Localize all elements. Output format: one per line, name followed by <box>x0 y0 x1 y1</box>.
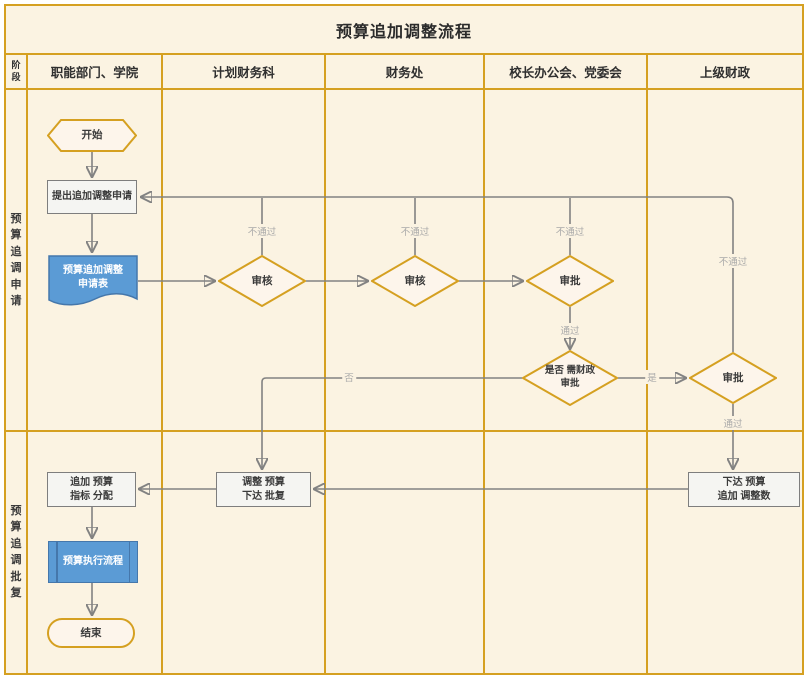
edge-label-pass-2: 通过 <box>721 416 745 430</box>
edge-label-fail-3: 不通过 <box>553 224 587 238</box>
diamond-shape <box>689 352 777 404</box>
page-title: 预算追加调整流程 <box>335 23 472 41</box>
lane-header-finance-office: 财务处 <box>385 66 424 80</box>
lane-border-4 <box>483 53 485 675</box>
lane-border-5 <box>646 53 648 675</box>
edge-label-fail-2: 不通过 <box>398 224 432 238</box>
approval-decision-node-fiscal: 审批 <box>689 352 777 404</box>
stage-label-approval: 预算追调批复 <box>10 504 22 600</box>
application-form-document-node: 预算追加调整 申请表 <box>48 255 138 310</box>
lane-border-1 <box>26 53 28 675</box>
lane-header-superior-finance: 上级财政 <box>699 66 750 80</box>
lane-border-3 <box>324 53 326 675</box>
diamond-shape <box>522 350 618 406</box>
row-divider <box>4 430 804 432</box>
edge-label-pass-1: 通过 <box>558 323 582 337</box>
review-decision-node-planning: 审核 <box>218 255 306 307</box>
edge-label-no: 否 <box>342 370 356 384</box>
lane-header-planning-finance: 计划财务科 <box>212 66 275 80</box>
edge-label-yes: 是 <box>645 370 659 384</box>
stage-label-application: 预算追调申请 <box>10 212 22 308</box>
end-node: 结束 <box>47 618 135 648</box>
hexagon-shape <box>47 119 137 152</box>
header-divider <box>4 88 804 90</box>
indicator-allocation-node: 追加 预算 指标 分配 <box>47 472 136 507</box>
budget-execution-subprocess-node: 预算执行流程 <box>48 541 138 583</box>
issue-adjustment-node: 下达 预算 追加 调整数 <box>688 472 800 507</box>
lane-border-2 <box>161 53 163 675</box>
lane-header-departments: 职能部门、学院 <box>50 66 139 80</box>
title-divider <box>4 53 804 55</box>
reply-issuance-node: 调整 预算 下达 批复 <box>216 472 311 507</box>
edge-label-fail-1: 不通过 <box>245 224 279 238</box>
edge-label-fail-4: 不通过 <box>716 254 750 268</box>
need-fiscal-approval-decision-node: 是否 需财政 审批 <box>522 350 618 406</box>
title-bar: 预算追加调整流程 <box>6 6 802 53</box>
stage-column-header: 阶段 <box>11 60 21 82</box>
subprocess-left-bar <box>56 542 58 582</box>
review-decision-node-finance: 审核 <box>371 255 459 307</box>
submit-request-node: 提出追加调整申请 <box>47 180 137 214</box>
start-node: 开始 <box>47 119 137 152</box>
approval-decision-node-president: 审批 <box>526 255 614 307</box>
subprocess-right-bar <box>128 542 130 582</box>
document-shape <box>48 255 138 306</box>
lane-header-president-committee: 校长办公会、党委会 <box>509 66 622 80</box>
